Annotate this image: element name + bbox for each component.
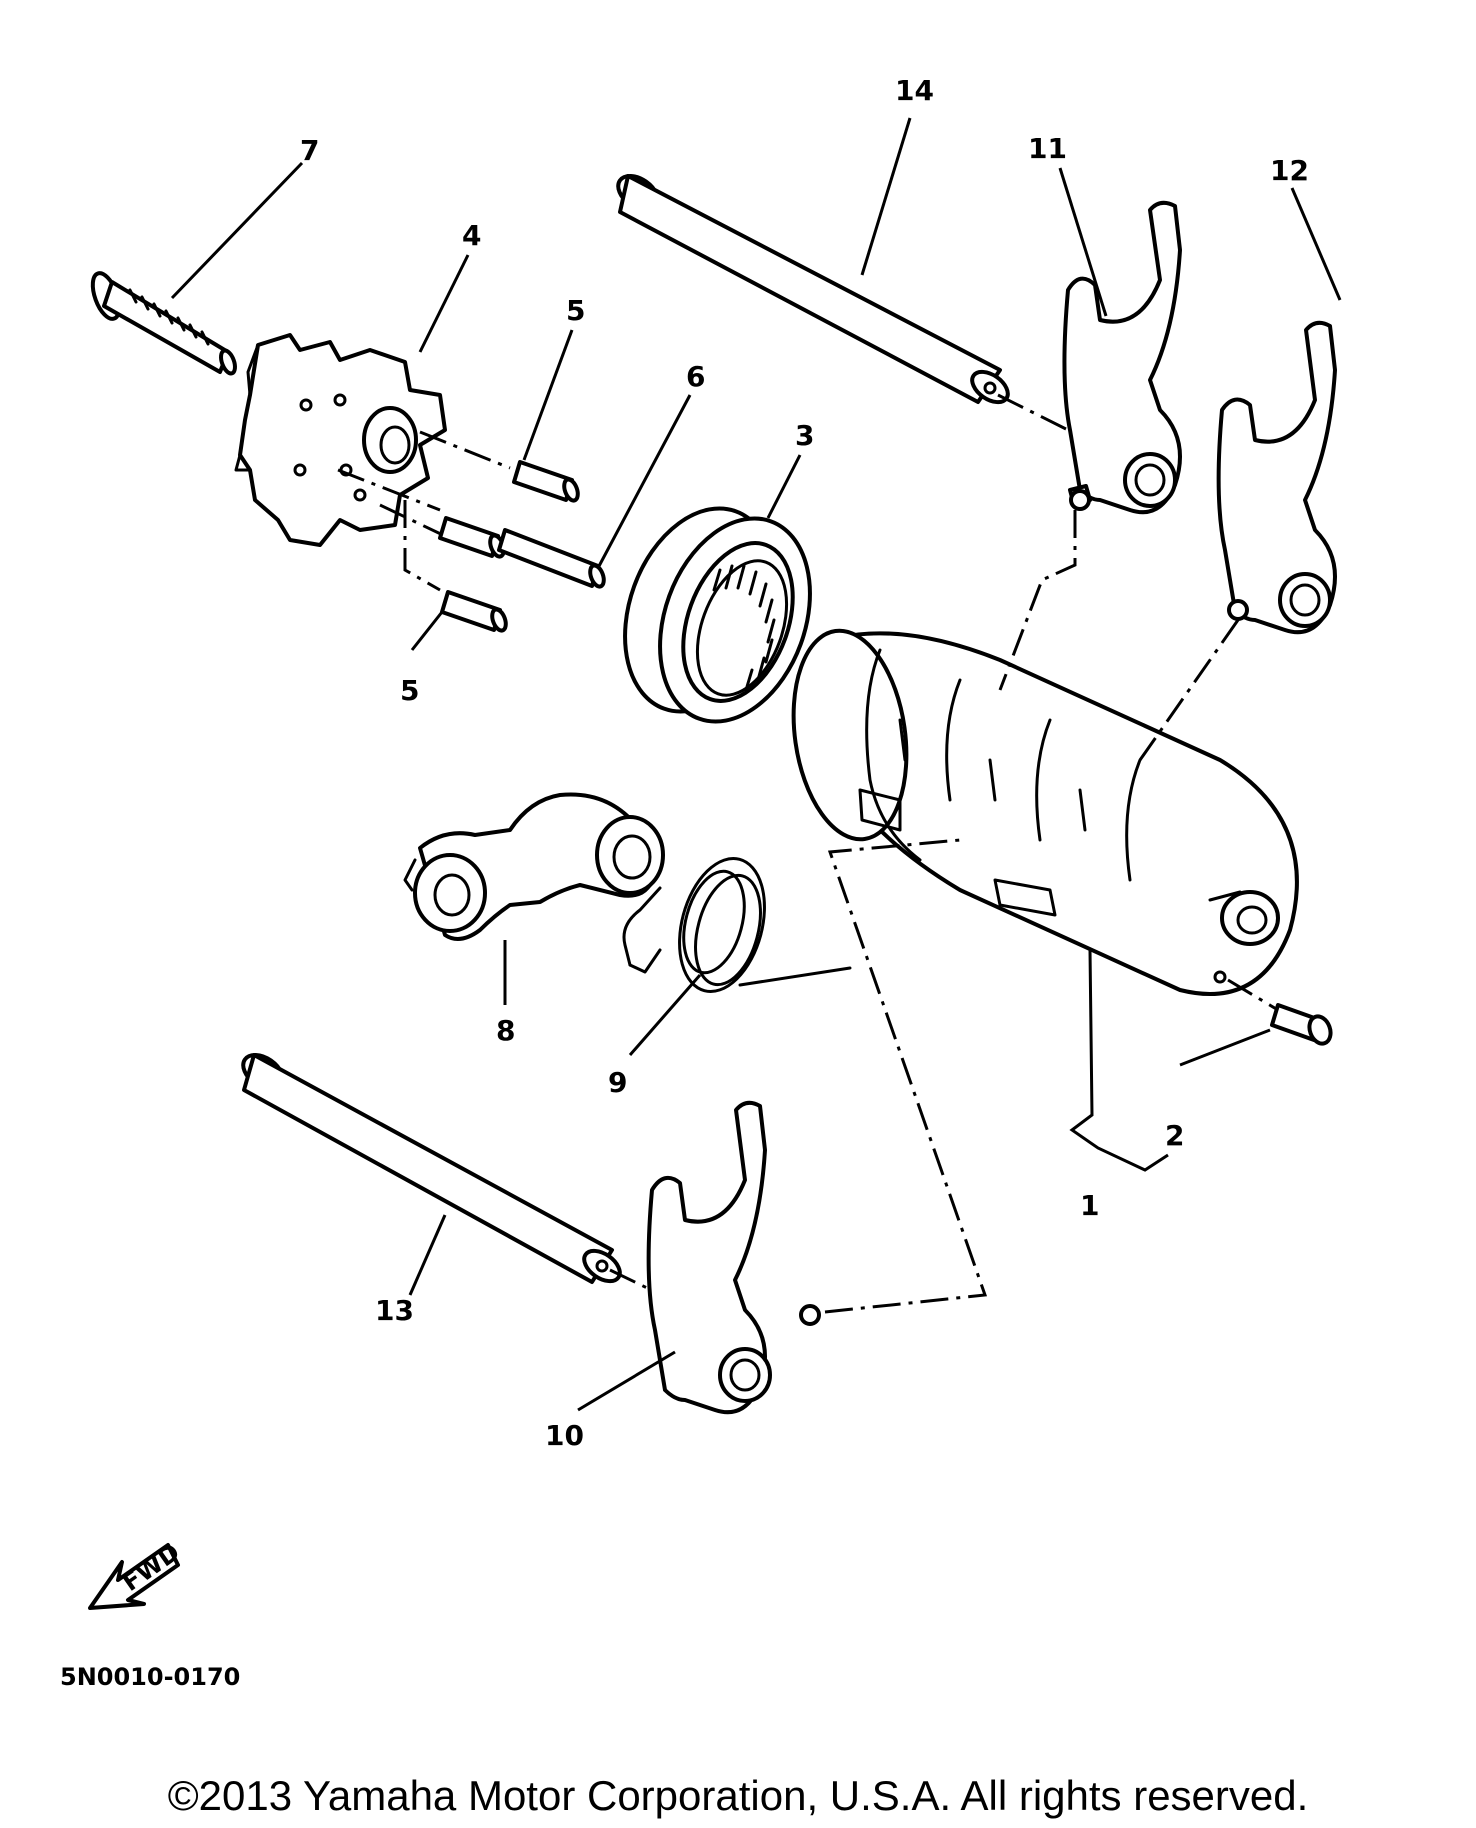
callout-5-lower: 5 — [400, 674, 419, 707]
part-1-shift-drum[interactable] — [781, 623, 1299, 996]
callout-labels: 7 4 5 6 3 5 14 11 12 8 9 13 10 2 1 — [300, 74, 1309, 1452]
alignment-line — [403, 500, 441, 592]
alignment-line — [1138, 619, 1240, 761]
part-5-dowel-pin-middle[interactable] — [438, 516, 506, 559]
part-8-shift-arm[interactable] — [403, 792, 665, 941]
diagram-code: 5N0010-0170 — [60, 1663, 240, 1691]
callout-11: 11 — [1028, 132, 1067, 165]
callout-12: 12 — [1270, 154, 1309, 187]
part-5-dowel-pin-lower[interactable] — [440, 590, 508, 633]
alignment-line — [824, 838, 988, 1314]
part-3-bearing[interactable] — [598, 487, 836, 742]
part-2-pin[interactable] — [1270, 1003, 1334, 1047]
callout-8: 8 — [496, 1014, 515, 1047]
part-4-segment[interactable] — [234, 333, 447, 547]
callout-3: 3 — [795, 419, 814, 452]
callout-10: 10 — [545, 1419, 584, 1452]
callout-7: 7 — [300, 134, 319, 167]
fwd-label: FWD — [117, 1538, 185, 1597]
fwd-arrow-icon: FWD — [88, 1538, 185, 1610]
alignment-line — [997, 393, 1069, 432]
callout-5-upper: 5 — [566, 294, 585, 327]
callout-1: 1 — [1080, 1189, 1099, 1222]
alignment-line — [998, 510, 1077, 691]
callout-6: 6 — [686, 360, 705, 393]
part-9-spring[interactable] — [622, 849, 852, 1001]
callout-4: 4 — [462, 219, 481, 252]
part-14-guide-bar[interactable] — [612, 169, 1013, 408]
callout-14: 14 — [895, 74, 934, 107]
part-5-dowel-pin-upper[interactable] — [512, 460, 580, 503]
callout-2: 2 — [1165, 1119, 1184, 1152]
part-10-shift-fork[interactable] — [646, 1100, 821, 1415]
part-7-bolt[interactable] — [87, 270, 237, 376]
alignment-line — [337, 468, 441, 512]
callout-13: 13 — [375, 1294, 414, 1327]
alignment-line — [379, 503, 471, 550]
copyright-notice: ©2013 Yamaha Motor Corporation, U.S.A. A… — [167, 1772, 1309, 1819]
part-6-pin[interactable] — [497, 528, 606, 589]
part-13-guide-bar[interactable] — [237, 1048, 625, 1287]
callout-9: 9 — [608, 1066, 627, 1099]
alignment-line — [419, 430, 511, 470]
leader-lines — [170, 117, 1342, 1412]
part-11-shift-fork[interactable] — [1062, 200, 1182, 515]
part-12-shift-fork[interactable] — [1216, 320, 1337, 635]
alignment-line — [1227, 978, 1279, 1012]
